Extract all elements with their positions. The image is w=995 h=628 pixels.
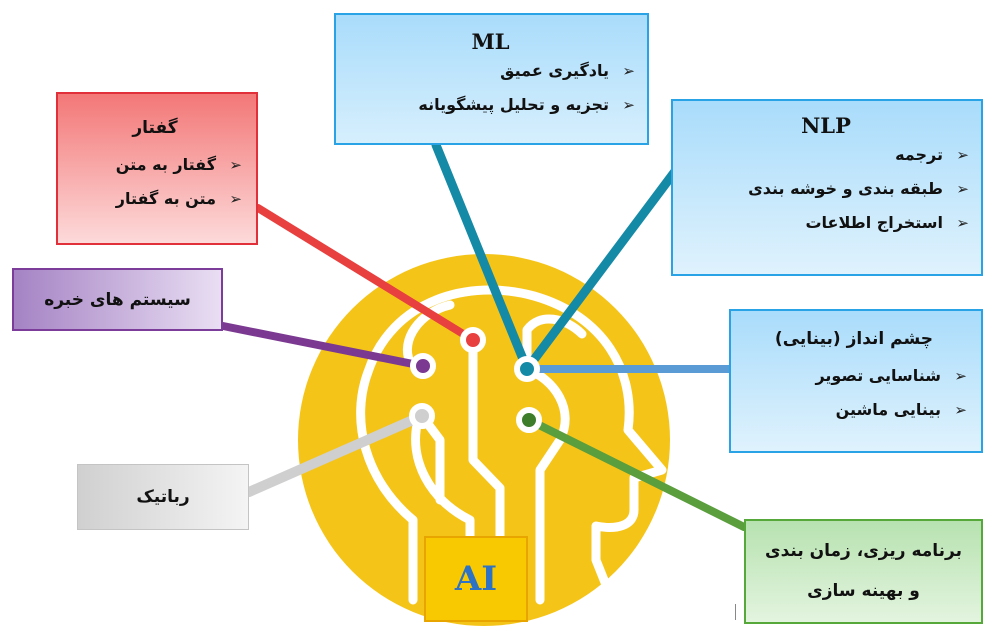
ml-title: ML	[471, 29, 510, 54]
ml-item: یادگیری عمیق	[346, 54, 635, 88]
nlp-item: استخراج اطلاعات	[683, 206, 969, 240]
nlp-list: ترجمه طبقه بندی و خوشه بندی استخراج اطلا…	[683, 138, 969, 240]
vision-item: بینایی ماشین	[741, 393, 967, 427]
node-ml-nlp	[514, 356, 540, 382]
expert-systems-title: سیستم های خبره	[44, 289, 191, 310]
node-speech	[460, 327, 486, 353]
wire-robotics	[244, 411, 427, 497]
wire-expert	[219, 322, 427, 370]
vision-title: چشم انداز (بینایی)	[774, 329, 934, 349]
vision-item: شناسایی تصویر	[741, 359, 967, 393]
speech-item: متن به گفتار	[68, 182, 242, 216]
robotics-title: رباتیک	[136, 487, 190, 507]
text-cursor	[735, 604, 736, 620]
speech-list: گفتار به متن متن به گفتار	[68, 148, 242, 216]
robotics-box: رباتیک	[77, 464, 249, 530]
nlp-item: ترجمه	[683, 138, 969, 172]
wire-speech	[254, 204, 477, 344]
planning-box: برنامه ریزی، زمان بندی و بهینه سازی	[744, 519, 983, 624]
vision-list: شناسایی تصویر بینایی ماشین	[741, 359, 967, 427]
ml-list: یادگیری عمیق تجزیه و تحلیل پیشگویانه	[346, 54, 635, 122]
wire-nlp	[522, 165, 681, 374]
wire-ml	[431, 140, 532, 374]
nlp-item: طبقه بندی و خوشه بندی	[683, 172, 969, 206]
speech-item: گفتار به متن	[68, 148, 242, 182]
head-background-circle	[298, 254, 670, 626]
node-robotics	[409, 403, 435, 429]
expert-systems-box: سیستم های خبره	[12, 268, 223, 331]
speech-box: گفتار گفتار به متن متن به گفتار	[56, 92, 258, 245]
planning-line-2: و بهینه سازی	[807, 581, 920, 601]
ai-center-box: AI	[424, 536, 528, 622]
planning-line-1: برنامه ریزی، زمان بندی	[764, 541, 963, 561]
node-expert	[410, 353, 436, 379]
ml-box: ML یادگیری عمیق تجزیه و تحلیل پیشگویانه	[334, 13, 649, 145]
vision-box: چشم انداز (بینایی) شناسایی تصویر بینایی …	[729, 309, 983, 453]
ai-label: AI	[454, 559, 498, 599]
nlp-box: NLP ترجمه طبقه بندی و خوشه بندی استخراج …	[671, 99, 983, 276]
nlp-title: NLP	[801, 113, 851, 138]
node-planning	[516, 407, 542, 433]
ml-item: تجزیه و تحلیل پیشگویانه	[346, 88, 635, 122]
speech-title: گفتار	[132, 118, 178, 138]
wire-planning	[525, 416, 748, 531]
